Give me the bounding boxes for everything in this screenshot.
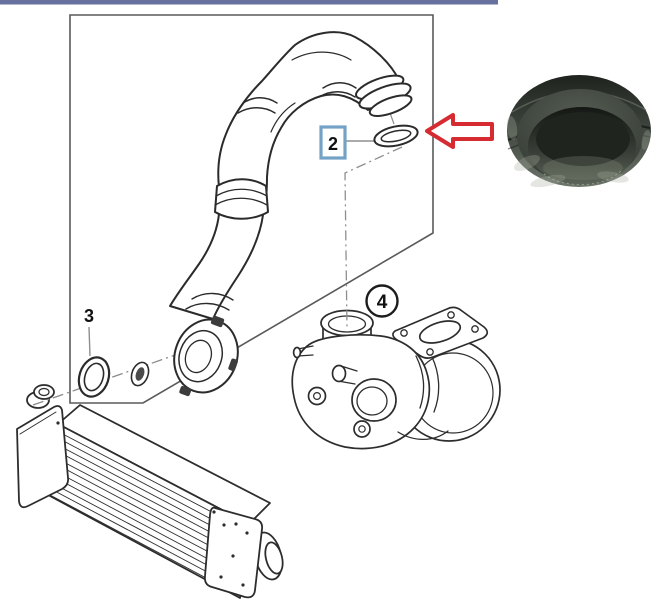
turbocharger-drawing bbox=[291, 306, 501, 450]
intercooler-right-cap bbox=[203, 506, 264, 599]
housing-lower-arc bbox=[397, 430, 449, 441]
intercooler-outlet-stub-inner bbox=[264, 541, 284, 575]
charge-pipe-contour2 bbox=[270, 102, 296, 133]
exhaust-flange-port bbox=[418, 320, 462, 344]
intercooler-rivets bbox=[56, 421, 249, 587]
charge-pipe-collar bbox=[214, 178, 269, 220]
boss-end bbox=[331, 364, 347, 383]
centerline-part2 bbox=[344, 146, 403, 330]
charge-pipe-end-flange bbox=[355, 74, 413, 117]
charge-pipe-body bbox=[169, 31, 400, 320]
bracket-lines bbox=[415, 355, 440, 413]
intercooler-fins bbox=[49, 430, 249, 597]
leader-lines bbox=[88, 112, 403, 357]
seal-speckle-highlights bbox=[506, 116, 651, 188]
o-ring-3-drawing bbox=[77, 356, 111, 398]
intercooler-drawing bbox=[16, 384, 284, 599]
flange-bolt-holes bbox=[400, 311, 479, 356]
callout-4-circle[interactable] bbox=[365, 284, 399, 318]
compressor-inlet-inner bbox=[356, 386, 388, 416]
callout-2-label[interactable]: 2 bbox=[328, 134, 338, 154]
callout-2-box[interactable] bbox=[319, 125, 347, 160]
flange-ring-leader bbox=[389, 112, 395, 125]
intercooler-left-cap-lip bbox=[19, 411, 57, 435]
intercooler-inlet-bore bbox=[38, 387, 50, 397]
charge-pipe-lower-beads bbox=[185, 292, 234, 311]
charge-pipe-drawing bbox=[169, 31, 413, 397]
charge-pipe-collar-lines bbox=[214, 188, 268, 206]
stud-end bbox=[292, 346, 302, 359]
bolt-boss-inner bbox=[313, 392, 322, 401]
callout-4[interactable]: 4 bbox=[365, 284, 399, 318]
diagram-frame bbox=[69, 14, 434, 404]
charge-pipe-contour1 bbox=[291, 51, 352, 61]
red-arrow-icon bbox=[425, 113, 494, 149]
seal-ring-photo bbox=[506, 75, 651, 188]
callout-3-label[interactable]: 3 bbox=[84, 306, 94, 326]
charge-pipe-joint-lines bbox=[237, 82, 357, 114]
seal-bore-floor-light bbox=[543, 156, 623, 180]
seal-bore bbox=[536, 112, 630, 166]
intercooler-left-cap bbox=[16, 405, 70, 509]
hose-clamp-fitting bbox=[173, 315, 239, 397]
o-ring-2-drawing bbox=[373, 124, 419, 148]
bolt-boss2-inner bbox=[358, 425, 366, 433]
top-accent-bar bbox=[0, 0, 498, 5]
callout3-leader bbox=[88, 326, 91, 357]
callout-4-label[interactable]: 4 bbox=[377, 292, 388, 313]
pipe-sleeve-end bbox=[130, 361, 150, 387]
callout-2[interactable]: 2 bbox=[319, 125, 347, 160]
